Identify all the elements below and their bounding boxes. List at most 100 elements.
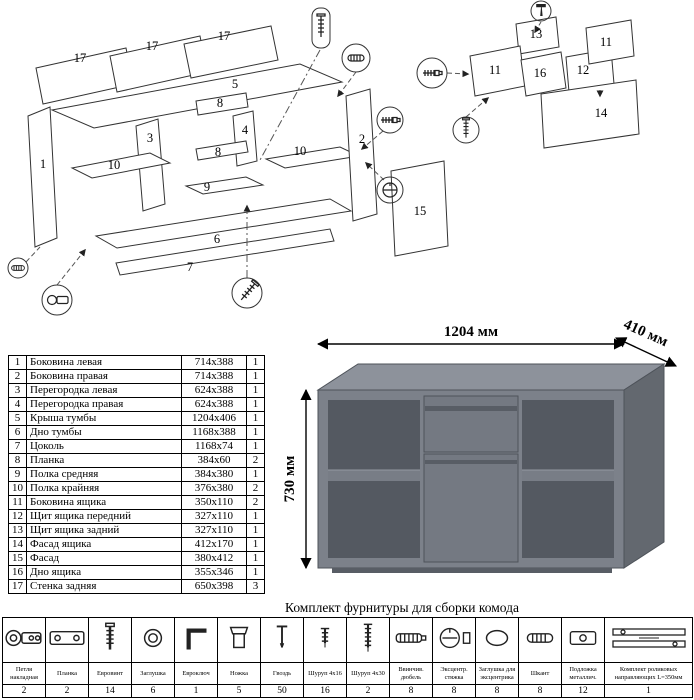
part-size: 1204x406 [181,411,247,426]
label-10-right: 10 [294,144,307,158]
part-name: Дно ящика [26,565,182,580]
part-name: Щит ящика задний [26,523,182,538]
wooden-dowel-icon [526,632,554,643]
part-size: 714x388 [181,369,247,384]
exploded-view-right [469,16,640,149]
panel-partition-4 [232,110,258,167]
part-name: Планка [26,453,182,468]
part-number: 14 [8,537,27,552]
panel-side-right-2 [345,88,378,222]
exploded-diagrams: 17 17 17 5 1 3 10 8 4 8 9 10 2 6 7 15 [7,0,640,316]
part-number: 9 [8,467,27,482]
chest-side-face [623,363,665,569]
confirmat-screw-icon [316,13,326,38]
rails-icon-cell [604,617,693,663]
cap-icon-cell [131,617,175,663]
hardware-qty: 8 [432,684,476,698]
label-7: 7 [187,260,193,274]
part-name: Полка средняя [26,467,182,482]
part-qty: 1 [246,565,265,580]
panel-bottom-6 [94,198,353,249]
hinge-icon [5,629,42,646]
panel-side-left-1 [27,106,58,248]
part-size: 384x380 [181,467,247,482]
part-name: Боковина ящика [26,495,182,510]
eccentric-icon [382,182,398,198]
callout-screw-right [452,116,480,144]
hardware-name: Евровинт [88,662,132,685]
hardware-qty: 2 [45,684,89,698]
part-name: Дно тумбы [26,425,182,440]
part-qty: 2 [246,481,265,496]
part-size: 624x388 [181,383,247,398]
part-number: 4 [8,397,27,412]
part-size: 650x398 [181,579,247,594]
label-1: 1 [40,157,46,171]
hardware-name: Планка [45,662,89,685]
exploded-view-left [27,25,449,276]
chest-render [316,363,666,573]
part-size: 384x60 [181,453,247,468]
part-qty: 1 [246,383,265,398]
hardware-name: Евроключ [174,662,218,685]
part-name: Боковина правая [26,369,182,384]
hardware-name: Гвоздь [260,662,304,685]
panel-plank-8a [195,92,249,116]
part-size: 412x170 [181,537,247,552]
label-13: 13 [530,27,543,41]
part-size: 376x380 [181,481,247,496]
euroscrew-icon [105,622,115,650]
part-name: Стенка задняя [26,579,182,594]
door-front [423,453,519,563]
panel-plank-8b [195,140,249,161]
door-groove [425,460,517,464]
euroscrew-icon [422,69,443,77]
panel-facade-15 [390,160,449,257]
callout-dowel [341,43,371,73]
label-11a: 11 [489,63,501,77]
metal-backing-icon [569,630,597,645]
dimension-annotations: 1204 мм 410 мм 730 мм [282,320,678,570]
part-size: 714x388 [181,355,247,370]
hardware-qty: 2 [346,684,390,698]
drawer-groove [425,406,517,411]
width-dimension-label: 1204 мм [444,324,498,340]
screw-small-icon-cell [303,617,347,663]
shelf-right [522,470,614,481]
hex-key-icon [186,628,207,650]
label-2: 2 [359,132,365,146]
label-17b: 17 [146,39,159,53]
depth-dimension-arrow [614,337,678,367]
eccentric-icon-cell [432,617,476,663]
hammer-icon [535,3,547,17]
part-size: 327x110 [181,509,247,524]
part-name: Крыша тумбы [26,411,182,426]
part-number: 3 [8,383,27,398]
dowel-icon [347,54,365,62]
callout-euroscrew [376,106,404,134]
part-qty: 1 [246,551,265,566]
callout-hammer [530,0,552,22]
hardware-callouts-left [7,7,404,316]
hardware-qty: 50 [260,684,304,698]
part-number: 17 [8,579,27,594]
screw-4x30-icon [363,623,373,652]
shelf-left [328,470,420,481]
panel-top-5 [50,63,344,129]
label-3: 3 [147,131,153,145]
part-qty: 2 [246,453,265,468]
callout-euroscrew-right [416,57,448,89]
screw-in-dowel-icon [395,632,427,643]
part-number: 8 [8,453,27,468]
hardware-name: Шуруп 4x16 [303,662,347,685]
